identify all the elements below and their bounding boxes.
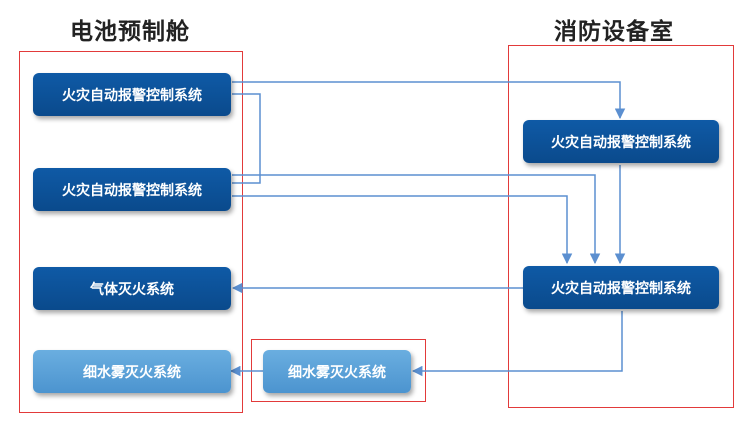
- middle-mist-node: 细水雾灭火系统: [263, 350, 411, 393]
- battery-cabin-title: 电池预制舱: [70, 19, 190, 45]
- room-alarm-node-1: 火灾自动报警控制系统: [523, 120, 719, 163]
- fire-control-room-title: 消防设备室: [554, 19, 674, 45]
- link-room-alarm2-to-middle-mist: [411, 311, 623, 377]
- room-alarm-node-2: 火灾自动报警控制系统: [523, 266, 719, 309]
- battery-cabin-frame: [19, 51, 243, 413]
- cabin-alarm-node-2: 火灾自动报警控制系统: [33, 168, 231, 211]
- link-cabin-alarm1-to-cabin-alarm2: [232, 93, 261, 184]
- cabin-alarm-node-1: 火灾自动报警控制系统: [33, 73, 231, 116]
- link-cabin-alarm2-to-room-alarm2-b: [232, 195, 573, 265]
- link-cabin-alarm1-to-room-alarm1: [232, 81, 626, 120]
- cabin-mist-node: 细水雾灭火系统: [33, 350, 231, 393]
- fire-control-room-frame: [508, 45, 734, 408]
- cabin-gas-node: 气体灭火系统: [33, 267, 231, 310]
- link-cabin-alarm2-to-room-alarm2-a: [232, 174, 601, 265]
